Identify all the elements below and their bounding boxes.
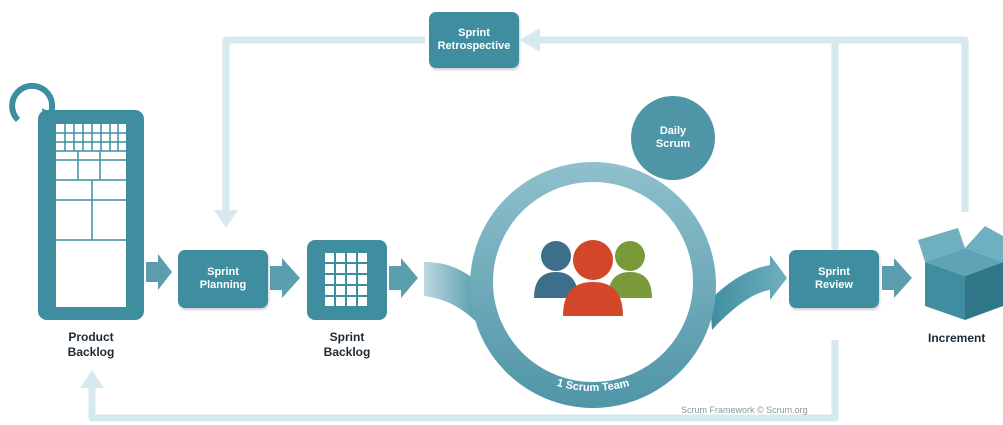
sprint-planning-box: Sprint Planning [178,250,268,308]
daily-scrum-circle [631,96,715,180]
arrow-planning-to-sprint-backlog-icon [270,258,300,298]
sprint-review-line2: Review [815,279,853,291]
arrow-sprint-backlog-to-cycle-icon [389,258,418,298]
increment-loop-path [835,36,969,212]
product-backlog-icon [38,110,144,320]
arrow-backlog-to-planning-icon [146,254,172,290]
sprint-review-box: Sprint Review [789,250,879,308]
daily-scrum-line1: Daily [659,125,687,137]
arrow-to-retrospective-icon [520,28,540,52]
sprint-backlog-line1: Sprint [329,330,365,344]
increment-box-icon [918,226,1003,320]
sprint-retrospective-line1: Sprint [458,27,490,39]
feedback-loops [88,36,969,422]
sprint-planning-line2: Planning [199,279,247,291]
sprint-retrospective-box: Sprint Retrospective [429,12,519,68]
product-backlog-line2: Backlog [67,345,115,359]
product-backlog-line1: Product [68,330,114,344]
scrum-team-label: 1 Scrum Team [555,377,630,394]
daily-scrum-line2: Scrum [655,138,691,150]
sprint-backlog-line2: Backlog [323,345,371,359]
arrow-down-to-planning-icon [214,210,238,228]
sprint-planning-line1: Sprint [207,266,239,278]
increment-label: Increment [928,331,986,345]
arrow-review-to-increment-icon [882,258,912,298]
sprint-backlog-icon [307,240,387,320]
credit-text: Scrum Framework © Scrum.org [681,405,808,415]
retrospective-loop-path [222,36,425,212]
product-backlog-label: Product Backlog [51,330,131,360]
scrum-team-label-text: 1 Scrum Team [555,377,630,394]
sprint-retrospective-line2: Retrospective [437,40,511,52]
bottom-loop-path [88,340,839,422]
arrow-up-to-product-backlog-icon [80,370,104,388]
daily-scrum-label: Daily Scrum [641,119,705,157]
flow-out-of-cycle-icon [710,255,787,330]
sprint-backlog-label: Sprint Backlog [307,330,387,360]
team-people-icon [534,240,652,316]
sprint-review-line1: Sprint [818,266,850,278]
